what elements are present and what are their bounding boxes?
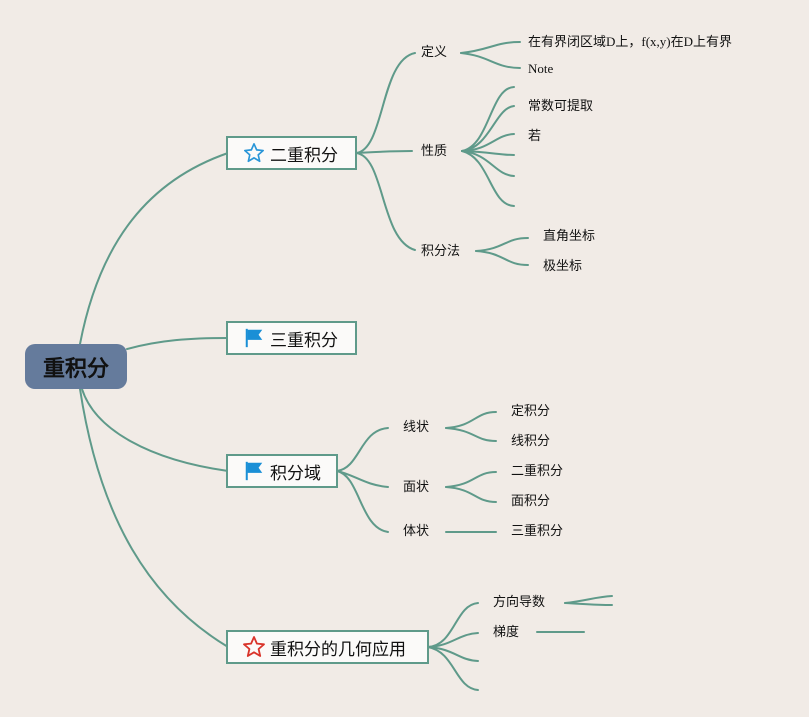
flag-icon	[242, 326, 266, 350]
root-node[interactable]: 重积分	[25, 344, 127, 389]
branch-double-integral[interactable]: 二重积分	[226, 136, 357, 170]
star-outline-icon	[242, 635, 266, 659]
leaf-surface-2[interactable]: 面积分	[511, 494, 551, 509]
branch-label: 二重积分	[270, 145, 338, 166]
root-label: 重积分	[42, 356, 109, 382]
branch-geometric-application[interactable]: 重积分的几何应用	[226, 630, 429, 664]
leaf-solid-1[interactable]: 三重积分	[511, 524, 564, 539]
node-surface-domain[interactable]: 面状	[403, 480, 430, 495]
leaf-property-2[interactable]: 若	[528, 129, 542, 144]
leaf-method-2[interactable]: 极坐标	[543, 259, 583, 274]
leaf-surface-1[interactable]: 二重积分	[511, 464, 564, 479]
node-definition[interactable]: 定义	[421, 45, 448, 60]
branch-triple-integral[interactable]: 三重积分	[226, 321, 357, 355]
branch-label: 积分域	[270, 463, 321, 484]
node-methods[interactable]: 积分法	[421, 244, 461, 259]
node-solid-domain[interactable]: 体状	[403, 524, 430, 539]
node-gradient[interactable]: 梯度	[493, 625, 520, 640]
flag-icon	[242, 459, 266, 483]
leaf-definition-1[interactable]: 在有界闭区域D上，f(x,y)在D上有界	[528, 34, 733, 49]
node-directional-derivative[interactable]: 方向导数	[493, 595, 546, 610]
node-properties[interactable]: 性质	[421, 144, 448, 159]
star-outline-icon	[242, 141, 266, 165]
leaf-line-1[interactable]: 定积分	[511, 404, 551, 419]
leaf-definition-2[interactable]: Note	[528, 61, 554, 76]
branch-integration-domain[interactable]: 积分域	[226, 454, 338, 488]
node-line-domain[interactable]: 线状	[403, 420, 430, 435]
branch-label: 三重积分	[270, 330, 338, 351]
leaf-method-1[interactable]: 直角坐标	[543, 229, 596, 244]
branch-label: 重积分的几何应用	[270, 639, 406, 660]
leaf-line-2[interactable]: 线积分	[511, 434, 551, 449]
leaf-property-1[interactable]: 常数可提取	[528, 99, 594, 114]
